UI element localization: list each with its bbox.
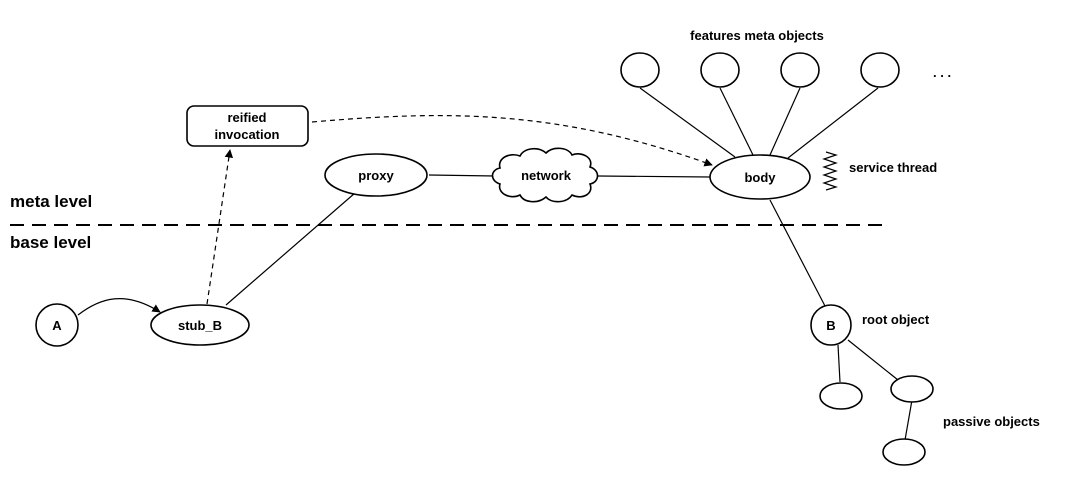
meta-object-3 (780, 52, 820, 88)
reified-invocation-label-2: invocation (214, 127, 279, 142)
features-meta-objects-label: features meta objects (690, 28, 824, 43)
meta-object-2 (700, 52, 740, 88)
more-meta-objects-ellipsis: . . . (933, 65, 951, 80)
passive-objects-label: passive objects (943, 414, 1040, 429)
base-level-label: base level (10, 233, 91, 252)
proxy-label: proxy (358, 168, 394, 183)
edge-body-to-root (769, 199, 826, 307)
passive-object-2 (890, 375, 934, 403)
stub-b-label: stub_B (178, 318, 222, 333)
reified-invocation-node: reified invocation (186, 105, 309, 147)
root-object-label: root object (862, 312, 930, 327)
root-object-node: B (810, 304, 852, 346)
reified-invocation-label-1: reified (227, 110, 266, 125)
edge-root-to-passive1 (837, 344, 841, 383)
service-thread-icon (822, 151, 838, 191)
edge-passive2-to-passive3 (904, 399, 913, 441)
body-label: body (744, 170, 776, 185)
edge-proxy-to-network (428, 174, 496, 177)
object-a-node: A (35, 303, 79, 347)
edge-network-to-body (597, 175, 711, 178)
passive-object-1 (819, 382, 863, 410)
network-label: network (521, 168, 572, 183)
meta-level-label: meta level (10, 192, 92, 211)
edge-body-to-meta3 (769, 87, 801, 156)
body-node: body (709, 154, 811, 200)
edge-stub-to-reified (206, 149, 234, 305)
edge-body-to-meta2 (719, 87, 754, 156)
service-thread-label: service thread (849, 160, 937, 175)
proxy-node: proxy (324, 153, 428, 197)
object-a-label: A (52, 318, 62, 333)
stub-b-node: stub_B (150, 304, 250, 346)
edge-stub-to-proxy (225, 192, 356, 306)
meta-object-1 (620, 52, 660, 88)
edge-root-to-passive2 (847, 339, 899, 381)
network-node: network (491, 147, 599, 203)
edge-a-to-stub (77, 298, 161, 316)
passive-object-3 (882, 438, 926, 466)
edge-body-to-meta1 (639, 87, 736, 158)
edge-body-to-meta4 (787, 87, 879, 159)
meta-object-4 (860, 52, 900, 88)
edge-reified-to-body (311, 114, 713, 167)
root-object-b-label: B (826, 318, 835, 333)
